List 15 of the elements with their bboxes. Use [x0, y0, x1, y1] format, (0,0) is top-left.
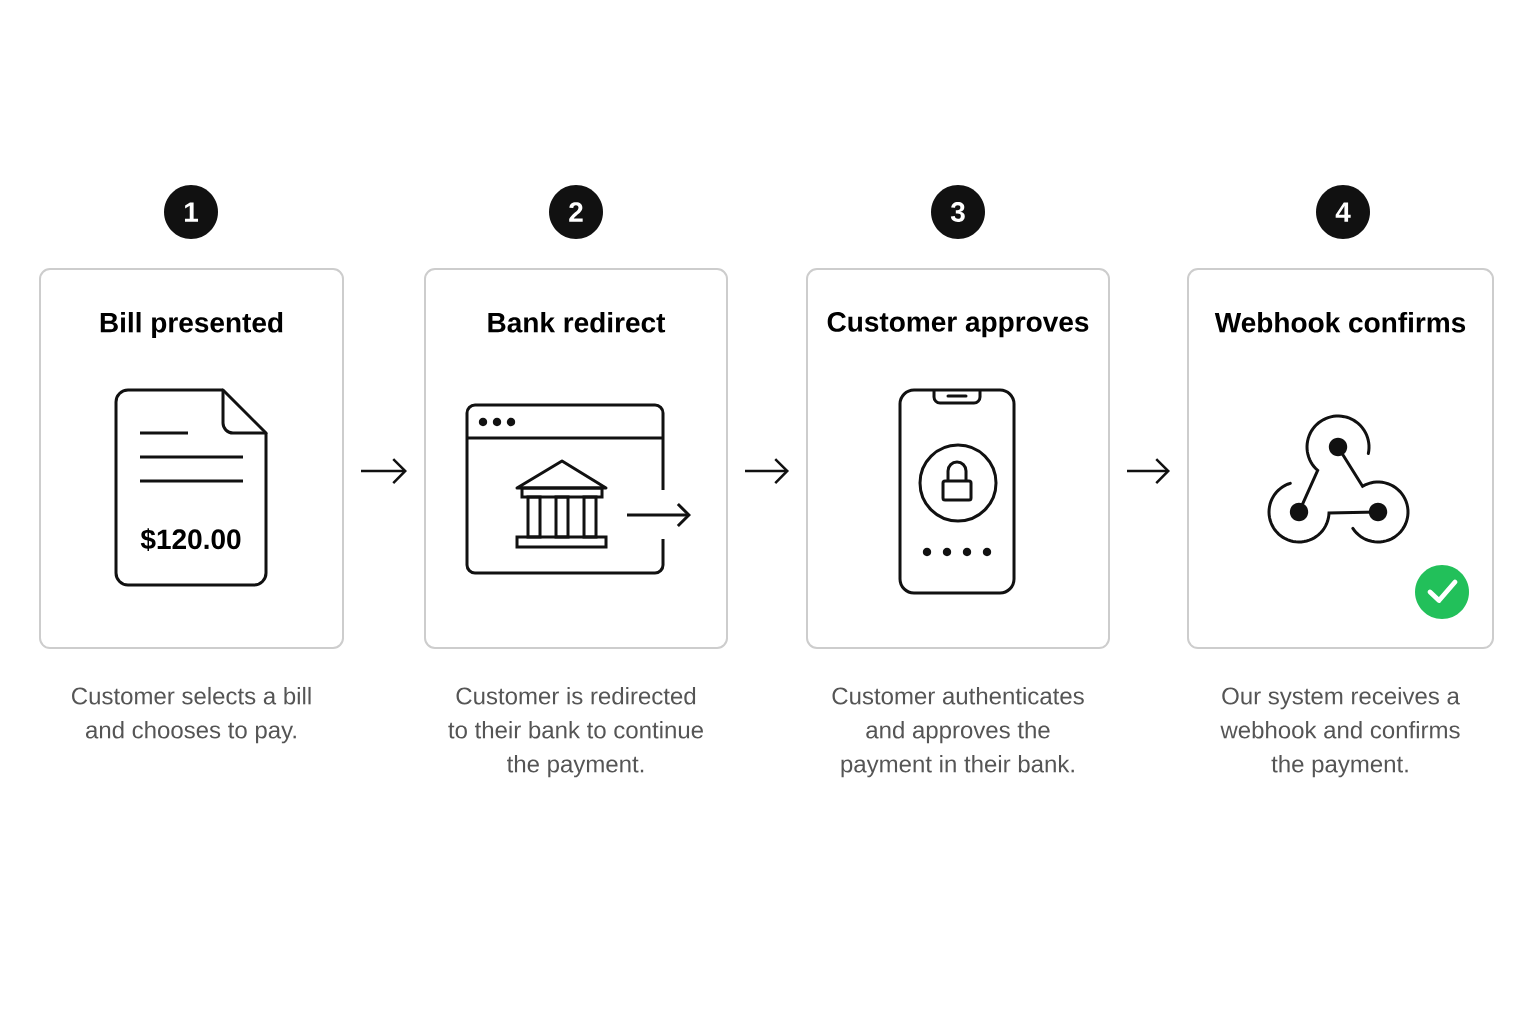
- step-number: 4: [1316, 185, 1370, 239]
- step-number: 1: [164, 185, 218, 239]
- step-description: Customer is redirected to their bank to continue the payment.: [448, 686, 703, 778]
- step-number: 3: [931, 185, 985, 239]
- arrow: [361, 458, 407, 484]
- arrow: [1127, 458, 1170, 484]
- step-card: Bank redirect: [424, 268, 728, 649]
- step-number: 2: [549, 185, 603, 239]
- step-description: Our system receives a webhook and confirms the payment.: [1220, 686, 1460, 778]
- arrow: [745, 458, 789, 484]
- document: $120.00: [114, 388, 268, 587]
- step-description: Customer authenticates and approves the payment in their bank.: [832, 686, 1084, 778]
- step-card: Customer approves: [806, 268, 1110, 649]
- step-card: Webhook confirms: [1187, 268, 1494, 649]
- step-description: Customer selects a bill and chooses to pay.: [72, 686, 311, 744]
